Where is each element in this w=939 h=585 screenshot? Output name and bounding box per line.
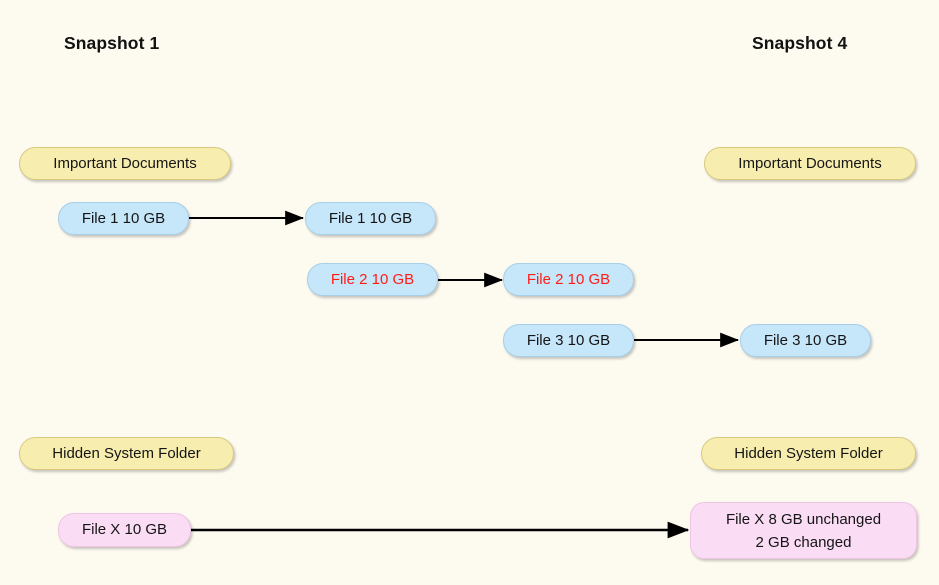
folder-important-documents-right[interactable]: Important Documents	[704, 147, 916, 180]
file-1-right[interactable]: File 1 10 GB	[305, 202, 436, 235]
file-2-left[interactable]: File 2 10 GB	[307, 263, 438, 296]
folder-hidden-system-folder-right[interactable]: Hidden System Folder	[701, 437, 916, 470]
file-x-right[interactable]: File X 8 GB unchanged 2 GB changed	[690, 502, 917, 559]
file-x-left[interactable]: File X 10 GB	[58, 513, 191, 547]
file-1-left[interactable]: File 1 10 GB	[58, 202, 189, 235]
file-2-right[interactable]: File 2 10 GB	[503, 263, 634, 296]
file-3-right[interactable]: File 3 10 GB	[740, 324, 871, 357]
folder-hidden-system-folder-left[interactable]: Hidden System Folder	[19, 437, 234, 470]
heading-snapshot-1: Snapshot 1	[64, 33, 160, 53]
heading-snapshot-4: Snapshot 4	[752, 33, 848, 53]
folder-important-documents-left[interactable]: Important Documents	[19, 147, 231, 180]
file-3-left[interactable]: File 3 10 GB	[503, 324, 634, 357]
